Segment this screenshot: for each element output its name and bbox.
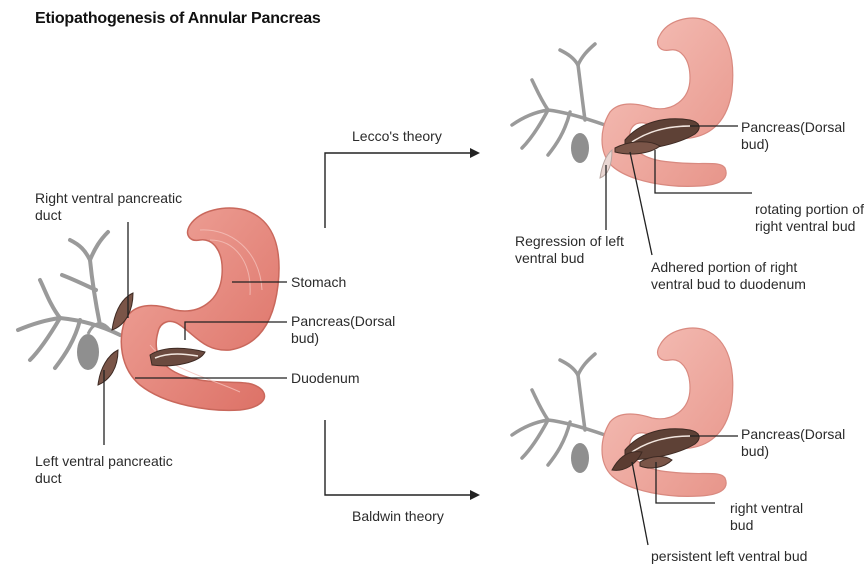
biliary-tree-left	[18, 232, 120, 368]
bottom-right-anatomy	[512, 328, 733, 496]
label-stomach: Stomach	[291, 274, 346, 291]
arrow-baldwin-head	[470, 490, 480, 500]
label-right-ventral-bud: right ventral bud	[730, 500, 803, 534]
label-adhered-portion: Adhered portion of right ventral bud to …	[651, 259, 806, 293]
label-baldwin-theory: Baldwin theory	[352, 508, 444, 525]
arrow-lecco	[325, 153, 470, 228]
arrow-lecco-head	[470, 148, 480, 158]
stomach-top-right	[602, 18, 733, 186]
arrow-baldwin	[325, 420, 470, 495]
label-lecco-theory: Lecco's theory	[352, 128, 442, 145]
stomach-left	[121, 208, 279, 410]
stomach-bottom-right	[602, 328, 733, 496]
label-regression: Regression of left ventral bud	[515, 233, 624, 267]
label-pancreas-dorsal-left: Pancreas(Dorsal bud)	[291, 313, 395, 347]
gallbladder-left	[77, 334, 99, 370]
label-rotating-portion: rotating portion of right ventral bud	[755, 201, 864, 235]
label-persistent-left: persistent left ventral bud	[651, 548, 807, 565]
label-left-ventral-duct: Left ventral pancreatic duct	[35, 453, 173, 487]
label-pancreas-dorsal-top: Pancreas(Dorsal bud)	[741, 119, 845, 153]
top-right-anatomy	[512, 18, 733, 186]
left-anatomy	[18, 208, 279, 410]
label-pancreas-dorsal-bottom: Pancreas(Dorsal bud)	[741, 426, 845, 460]
label-right-ventral-duct: Right ventral pancreatic duct	[35, 190, 182, 224]
left-ventral-bud-left	[98, 350, 118, 385]
label-duodenum: Duodenum	[291, 370, 360, 387]
